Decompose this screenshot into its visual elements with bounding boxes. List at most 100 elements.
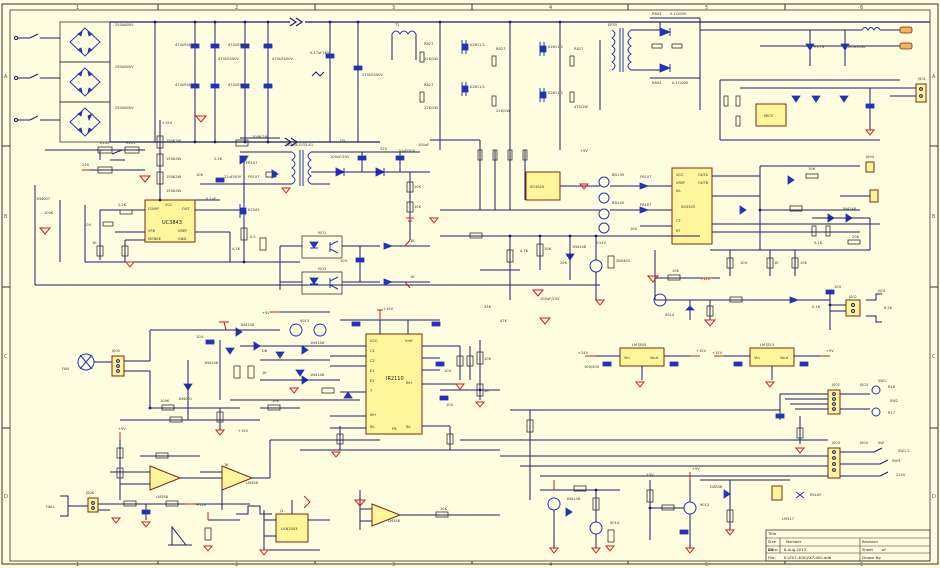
- coil-label: TRANS-EI33-A1: [285, 143, 313, 147]
- switching-stage: T1 K2611/1 K2611/1 K2611/1 K2611/1: [391, 22, 601, 210]
- tb-number-label: Number: [786, 539, 802, 544]
- misc-15: 10uF/50V: [398, 149, 416, 153]
- uc3843-pin-gnd: GND: [178, 237, 186, 241]
- misc-11: 1N4007: [36, 197, 50, 201]
- svg-text:10K: 10K: [808, 167, 816, 171]
- fan-label: FAN: [62, 367, 69, 371]
- uc3843-pin-comp: COMP: [148, 207, 159, 211]
- svg-text:10K: 10K: [544, 247, 552, 251]
- bus-capacitors: 470UF400V 470UF400V 470UF400V 470UF400V …: [175, 43, 383, 89]
- tb-size-value: A3: [768, 547, 774, 552]
- supply-label-6: +5V: [646, 473, 654, 477]
- svg-text:D5: D5: [340, 139, 345, 143]
- svg-text:R16: R16: [888, 385, 896, 389]
- svg-text:Vout: Vout: [780, 356, 789, 360]
- tb-sheet-label: Sheet: [862, 547, 873, 552]
- dc-bus-wiring: [109, 17, 930, 147]
- svg-text:VCC: VCC: [370, 339, 378, 343]
- misc-7: 104: [630, 227, 638, 231]
- svg-text:100K: 100K: [160, 399, 170, 403]
- opamp-1-label: LM358: [156, 495, 169, 499]
- mosfet-4-label: K2611/1: [548, 91, 563, 95]
- conn-label-5: JS05: [111, 349, 120, 353]
- svg-text:220V: 220V: [896, 473, 906, 477]
- tb-file-label: File:: [768, 555, 776, 560]
- svg-text:1K: 1K: [224, 463, 229, 467]
- svg-text:FR107: FR107: [640, 203, 651, 207]
- svg-text:Vref: Vref: [405, 339, 413, 343]
- svg-text:E1: E1: [370, 369, 375, 373]
- r150k-4-label: 150K2W: [166, 189, 182, 193]
- r150k-2-label: 150K2W: [166, 157, 182, 161]
- opamp-section: LM358 LM358 LM358 +5V +15V 1K 10K: [110, 427, 500, 530]
- svg-text:9013: 9013: [300, 319, 309, 323]
- opamp-3-label: LM358: [388, 519, 401, 523]
- connector-labels: JS01 JS02 JS03 JS04 JS05 JS06 SW1 SW2 SW…: [85, 77, 926, 521]
- svg-text:+5V: +5V: [692, 467, 700, 471]
- svg-text:R17: R17: [888, 411, 895, 415]
- driver-ic-label: IR2110: [386, 376, 404, 382]
- svg-text:Vin: Vin: [624, 356, 630, 360]
- misc-10: FR107: [248, 175, 259, 179]
- conn-label-1: JS01: [917, 77, 926, 81]
- svg-text:2K: 2K: [484, 389, 489, 393]
- svg-text:JS03: JS03: [831, 441, 840, 445]
- misc-values: 10K 2.2K 1K 100K 4.7K 20K 103 104 220 1N…: [36, 143, 821, 323]
- misc-1: 2.2K: [214, 157, 223, 161]
- svg-text:2.2K: 2.2K: [118, 203, 127, 207]
- uc3843-pin-vcc: VCC: [165, 203, 173, 207]
- relay-driver: RELAY DZ836 9012 1N4148 9014 +5V: [540, 467, 822, 548]
- cap-270-label: 270UF400V: [362, 73, 383, 77]
- cap-snubber-label: 0.47uF1KV: [310, 51, 330, 55]
- main-ic-label: SG3525: [530, 185, 544, 189]
- ground-symbols: [38, 115, 876, 556]
- svg-text:BD139: BD139: [612, 173, 625, 177]
- row-ruler: A B C D A B C D: [2, 74, 938, 500]
- col-3: 3: [392, 5, 395, 11]
- junctions: [148, 20, 832, 510]
- svg-text:FB: FB: [392, 427, 397, 431]
- supply-labels: +15V +5V +24V +12V +15V +5V: [162, 121, 711, 477]
- uc3843-pin-out: OUT: [182, 207, 190, 211]
- opamp-2-label: LM358: [246, 481, 259, 485]
- misc-13: 47K: [500, 319, 508, 323]
- svg-text:+15V: +15V: [712, 351, 723, 355]
- tb-date-label: Date:: [768, 547, 778, 552]
- svg-text:104: 104: [446, 403, 454, 407]
- svg-text:R827: R827: [496, 47, 505, 51]
- output-terminal-plus: [899, 26, 913, 34]
- svg-text:5.1K: 5.1K: [814, 241, 823, 245]
- misc-9: 1N4148: [572, 245, 587, 249]
- mosfet-2-label: K2611/1: [470, 85, 485, 89]
- svg-text:+15V: +15V: [196, 503, 207, 507]
- misc-3: 100K: [44, 211, 54, 215]
- opamp-2: [221, 465, 254, 491]
- misc-16: 100uF: [418, 143, 429, 147]
- mosfet-q1: [461, 40, 469, 54]
- svg-text:R827: R827: [574, 47, 583, 51]
- svg-text:1N4148: 1N4148: [310, 341, 325, 345]
- svg-text:2N5401: 2N5401: [616, 259, 630, 263]
- pwm-controller-uc3843: UC3843 COMP VFB ISENSE GND OUT VCC VREF …: [34, 155, 600, 286]
- svg-text:+24V: +24V: [578, 351, 589, 355]
- main-pin-vcc: VCC: [676, 173, 684, 177]
- svg-text:J1: J1: [279, 509, 283, 513]
- tb-revision-label: Revision: [862, 539, 878, 544]
- opamp-3: [371, 503, 402, 527]
- svg-text:100uF/25V: 100uF/25V: [330, 155, 350, 159]
- mosfet-3-label: K2611/1: [548, 45, 563, 49]
- svg-text:BD140: BD140: [612, 201, 625, 205]
- svg-text:SW: SW: [878, 441, 884, 445]
- svg-text:104: 104: [196, 335, 204, 339]
- aux-regulator-block: MIC5: [719, 79, 927, 141]
- svg-text:22uF/50V: 22uF/50V: [224, 175, 242, 179]
- regulator-label: LM317: [782, 517, 794, 521]
- misc-4: 4.7K: [232, 247, 241, 251]
- svg-text:ISO1: ISO1: [318, 231, 326, 235]
- sheet-inner-frame: [9, 9, 931, 562]
- row-a-right: A: [932, 74, 936, 80]
- svg-text:1N4001: 1N4001: [178, 397, 192, 401]
- svg-text:1K: 1K: [410, 275, 415, 279]
